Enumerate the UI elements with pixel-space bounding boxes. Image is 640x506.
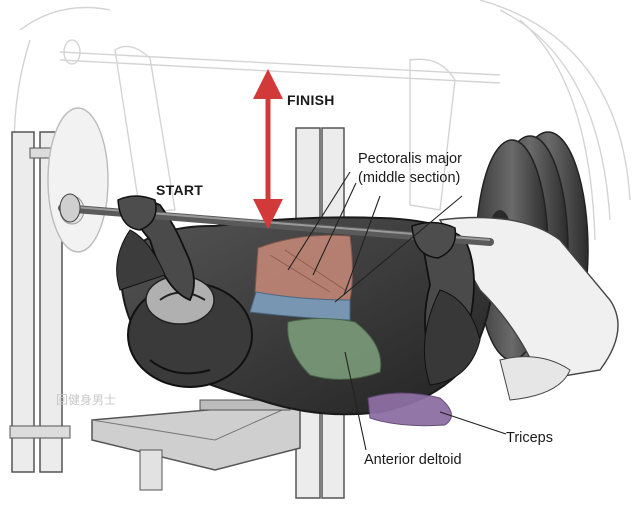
start-label: START (156, 182, 204, 198)
watermark: 回健身男士 (56, 393, 117, 407)
pectoralis-label-line2: (middle section) (358, 170, 461, 186)
anterior-deltoid-label: Anterior deltoid (364, 452, 462, 468)
pectoralis-label-line1: Pectoralis major (358, 151, 462, 167)
triceps-label: Triceps (506, 430, 553, 446)
muscle-highlights (249, 234, 452, 427)
ghost-finish-position (13, 0, 631, 241)
left-weight-plate (47, 107, 109, 253)
athlete-body (116, 199, 619, 416)
finish-label: FINISH (287, 92, 335, 108)
leader-lines (287, 171, 507, 451)
